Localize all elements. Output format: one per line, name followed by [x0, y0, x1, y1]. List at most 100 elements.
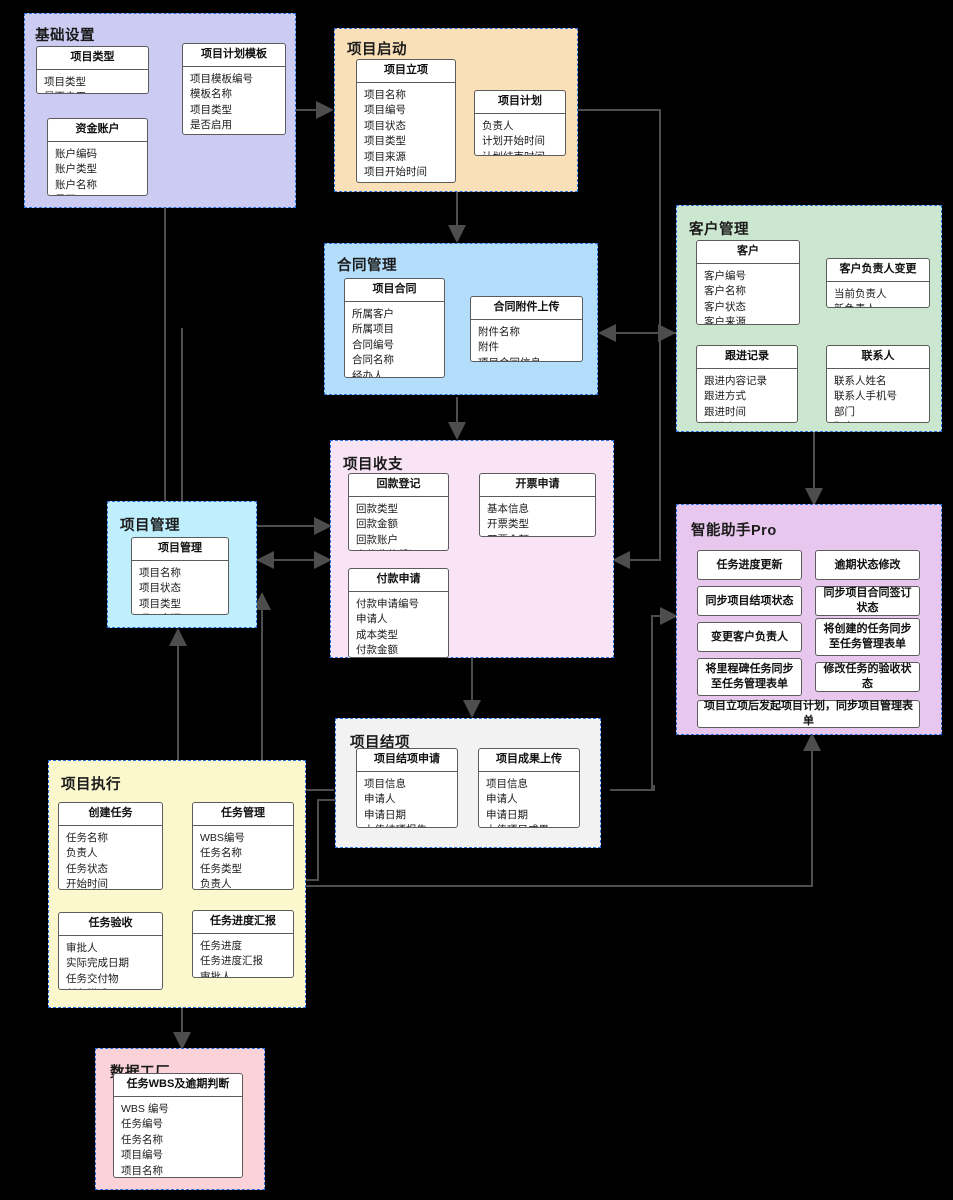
entity-project-plan-template[interactable]: 项目计划模板 项目模板编号 模板名称 项目类型 是否启用 项目里程碑 — [182, 43, 286, 135]
field: 新负责人 — [834, 302, 922, 307]
group-title-project-closure: 项目结项 — [350, 735, 410, 751]
field: 当前负责人 — [834, 287, 887, 300]
entity-fields: 付款申请编号 申请人 成本类型 付款金额 选择付款账户 — [349, 592, 448, 657]
entity-fields: 项目模板编号 模板名称 项目类型 是否启用 项目里程碑 — [183, 67, 285, 135]
assistant-chip-change-customer-owner[interactable]: 变更客户负责人 — [697, 622, 802, 652]
entity-payment-collection[interactable]: 回款登记 回款类型 回款金额 回款账户 上传收款凭证 — [348, 473, 449, 551]
entity-title: 合同附件上传 — [471, 297, 582, 320]
field: 项目类型 — [190, 103, 232, 116]
entity-fields: 审批人 实际完成日期 任务交付物 任务描述 — [59, 936, 162, 989]
entity-fields: 项目名称 项目编号 项目状态 项目类型 项目来源 项目开始时间 项目结束时间 项… — [357, 83, 455, 182]
field: 任务编号 — [121, 1118, 163, 1131]
entity-project-plan[interactable]: 项目计划 负责人 计划开始时间 计划结束时间 — [474, 90, 566, 156]
entity-fields: 跟进内容记录 跟进方式 跟进时间 跟进人 — [697, 369, 797, 422]
entity-title: 任务进度汇报 — [193, 911, 293, 934]
field: 项目合同信息 — [478, 356, 575, 361]
field: 基本信息 — [487, 502, 529, 515]
entity-fields: 当前负责人 新负责人 — [827, 282, 929, 307]
field: 项目类型 — [364, 135, 406, 148]
field: 任务名称 — [200, 847, 242, 860]
field: 任务进度 — [200, 939, 242, 952]
entity-contact-person[interactable]: 联系人 联系人姓名 联系人手机号 部门 职务 — [826, 345, 930, 423]
entity-customer[interactable]: 客户 客户编号 客户名称 客户状态 客户来源 销售负责人 — [696, 240, 800, 325]
field: 项目编号 — [364, 104, 406, 117]
field: 申请日期 — [364, 808, 406, 821]
assistant-chip-initiate-plan-after-approval[interactable]: 项目立项后发起项目计划，同步项目管理表单 — [697, 700, 920, 728]
entity-fields: 项目类型 是否启用 — [37, 70, 148, 93]
assistant-chip-sync-contract-sign-status[interactable]: 同步项目合同签订状态 — [815, 586, 920, 616]
entity-title: 项目成果上传 — [479, 749, 579, 772]
entity-closure-request[interactable]: 项目结项申请 项目信息 申请人 申请日期 上传结项报告 — [356, 748, 458, 828]
field: 申请人 — [364, 793, 396, 806]
assistant-chip-modify-acceptance-status[interactable]: 修改任务的验收状态 — [815, 662, 920, 692]
entity-task-progress-report[interactable]: 任务进度汇报 任务进度 任务进度汇报 审批人 — [192, 910, 294, 978]
entity-title: 项目类型 — [37, 47, 148, 70]
field: 项目名称 — [121, 1164, 163, 1177]
field: 上传收款凭证 — [356, 548, 441, 550]
entity-task-acceptance[interactable]: 任务验收 审批人 实际完成日期 任务交付物 任务描述 — [58, 912, 163, 990]
entity-project-management[interactable]: 项目管理 项目名称 项目状态 项目类型 项目来源 — [131, 537, 229, 615]
field: 开票金额 — [487, 533, 588, 536]
field: 回款账户 — [356, 533, 398, 546]
entity-project-initiation[interactable]: 项目立项 项目名称 项目编号 项目状态 项目类型 项目来源 项目开始时间 项目结… — [356, 59, 456, 183]
assistant-chip-task-progress-update[interactable]: 任务进度更新 — [697, 550, 802, 580]
field: 项目类型 — [139, 597, 181, 610]
entity-title: 回款登记 — [349, 474, 448, 497]
entity-payment-request[interactable]: 付款申请 付款申请编号 申请人 成本类型 付款金额 选择付款账户 — [348, 568, 449, 658]
field: 跟进时间 — [704, 405, 746, 418]
field: 客户来源 — [704, 316, 746, 325]
entity-title: 资金账户 — [48, 119, 147, 142]
entity-project-type[interactable]: 项目类型 项目类型 是否启用 — [36, 46, 149, 94]
entity-title: 开票申请 — [480, 474, 595, 497]
field: 回款金额 — [356, 518, 398, 531]
entity-create-task[interactable]: 创建任务 任务名称 负责人 任务状态 开始时间 截止时间 — [58, 802, 163, 890]
field: 合同编号 — [352, 338, 394, 351]
entity-follow-up-record[interactable]: 跟进记录 跟进内容记录 跟进方式 跟进时间 跟进人 — [696, 345, 798, 423]
entity-title: 项目管理 — [132, 538, 228, 561]
entity-title: 项目结项申请 — [357, 749, 457, 772]
assistant-chip-sync-closure-status[interactable]: 同步项目结项状态 — [697, 586, 802, 616]
field: 项目信息 — [364, 777, 406, 790]
field: 部门 — [834, 405, 855, 418]
entity-task-management[interactable]: 任务管理 WBS编号 任务名称 任务类型 负责人 任务状态 — [192, 802, 294, 890]
entity-title: 创建任务 — [59, 803, 162, 826]
assistant-chip-overdue-status-change[interactable]: 逾期状态修改 — [815, 550, 920, 580]
field: 跟进内容记录 — [704, 374, 767, 387]
entity-fields: 客户编号 客户名称 客户状态 客户来源 销售负责人 — [697, 264, 799, 325]
field: 项目模板编号 — [190, 72, 253, 85]
field: 审批人 — [200, 970, 232, 978]
field: 项目状态 — [364, 119, 406, 132]
entity-fields: 任务名称 负责人 任务状态 开始时间 截止时间 — [59, 826, 162, 889]
entity-customer-owner-change[interactable]: 客户负责人变更 当前负责人 新负责人 — [826, 258, 930, 308]
field: 负责人 — [66, 847, 98, 860]
field: 客户名称 — [704, 285, 746, 298]
entity-fields: 项目名称 项目状态 项目类型 项目来源 — [132, 561, 228, 614]
entity-fund-account[interactable]: 资金账户 账户编码 账户类型 账户名称 是否可用 — [47, 118, 148, 196]
entity-contract-attachment-upload[interactable]: 合同附件上传 附件名称 附件 项目合同信息 — [470, 296, 583, 362]
entity-task-wbs-overdue[interactable]: 任务WBS及逾期判断 WBS 编号 任务编号 任务名称 项目编号 项目名称 任务… — [113, 1073, 243, 1178]
field: 审批人 — [66, 941, 98, 954]
entity-title: 项目合同 — [345, 279, 444, 302]
field: 任务进度汇报 — [200, 955, 263, 968]
field: 所属项目 — [352, 323, 394, 336]
field: 申请人 — [356, 613, 388, 626]
entity-fields: 联系人姓名 联系人手机号 部门 职务 — [827, 369, 929, 422]
assistant-chip-sync-created-task[interactable]: 将创建的任务同步至任务管理表单 — [815, 618, 920, 656]
field: 项目里程碑 — [190, 134, 278, 135]
field: 项目名称 — [364, 88, 406, 101]
field: 成本类型 — [356, 628, 398, 641]
group-title-project-start: 项目启动 — [347, 42, 407, 58]
entity-project-contract[interactable]: 项目合同 所属客户 所属项目 合同编号 合同名称 经办人 合同金额 — [344, 278, 445, 378]
field: 任务交付物 — [66, 972, 119, 985]
field: 项目状态 — [139, 582, 181, 595]
assistant-chip-sync-milestone-task[interactable]: 将里程碑任务同步至任务管理表单 — [697, 658, 802, 696]
field: 是否启用 — [44, 90, 141, 93]
entity-invoice-request[interactable]: 开票申请 基本信息 开票类型 开票金额 — [479, 473, 596, 537]
entity-fields: 项目信息 申请人 申请日期 上传项目成果 — [479, 772, 579, 827]
field: 任务名称 — [121, 1133, 163, 1146]
field: 跟进方式 — [704, 390, 746, 403]
entity-fields: 负责人 计划开始时间 计划结束时间 — [475, 114, 565, 155]
group-title-basic-settings: 基础设置 — [35, 28, 95, 44]
entity-achievement-upload[interactable]: 项目成果上传 项目信息 申请人 申请日期 上传项目成果 — [478, 748, 580, 828]
field: 计划结束时间 — [482, 150, 558, 155]
